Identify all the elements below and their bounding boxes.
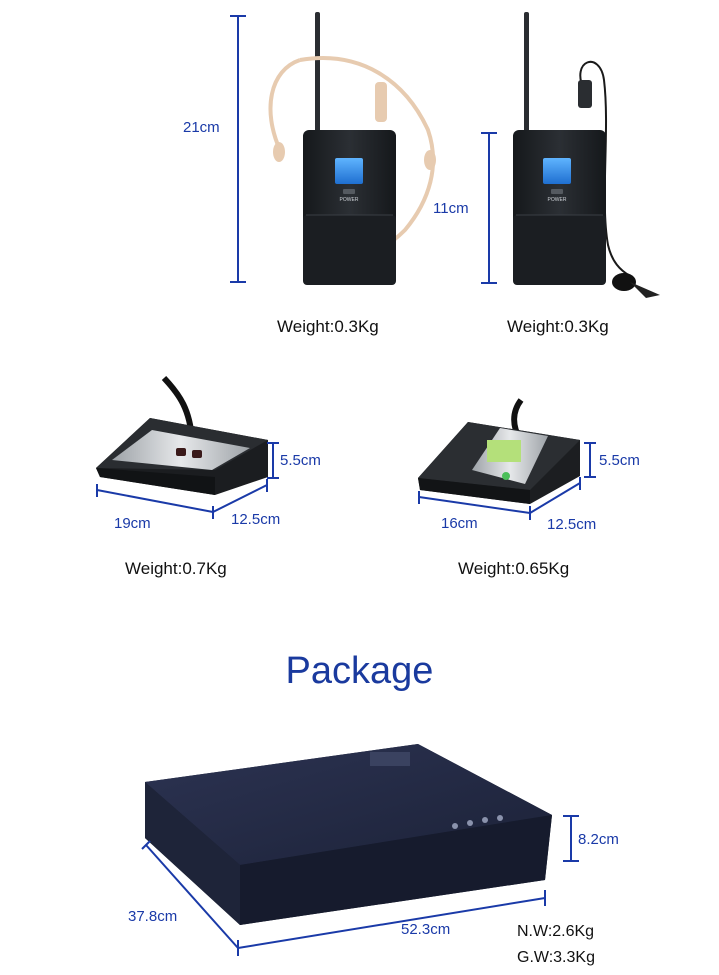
package-width-label: 37.8cm — [128, 908, 178, 925]
package-box-illustration — [141, 744, 579, 956]
delegate-unit-illustration — [418, 398, 596, 520]
lcd-screen-icon — [335, 158, 363, 184]
package-height-label: 8.2cm — [578, 831, 619, 848]
lcd-screen-icon — [543, 158, 571, 184]
chairman-weight-label: Weight:0.7Kg — [125, 559, 227, 578]
chairman-unit-illustration — [96, 375, 279, 519]
power-label: POWER — [548, 197, 567, 203]
delegate-weight-label: Weight:0.65Kg — [458, 559, 570, 578]
brand-logo-icon — [370, 752, 410, 766]
chairman-depth-label: 12.5cm — [231, 511, 281, 528]
package-gross-weight: G.W:3.3Kg — [517, 949, 595, 966]
delegate-depth-label: 12.5cm — [547, 516, 597, 533]
package-length-label: 52.3cm — [401, 921, 451, 938]
headset-bodypack-illustration: POWER — [230, 12, 436, 285]
chairman-length-label: 19cm — [114, 515, 151, 532]
delegate-height-label: 5.5cm — [599, 452, 640, 469]
headset-height-label: 21cm — [183, 119, 220, 136]
package-net-weight: N.W:2.6Kg — [517, 923, 595, 940]
chairman-height-label: 5.5cm — [280, 452, 321, 469]
power-label: POWER — [340, 197, 359, 203]
antenna-icon — [524, 12, 529, 132]
lavalier-mic-icon — [612, 273, 636, 291]
headset-weight-label: Weight:0.3Kg — [277, 317, 379, 336]
lcd-screen-icon — [487, 440, 521, 462]
lavalier-bodypack-illustration: POWER — [481, 12, 660, 298]
antenna-icon — [315, 12, 320, 132]
certification-marks-icon — [452, 815, 503, 829]
package-section-title: Package — [285, 650, 434, 692]
lavalier-weight-label: Weight:0.3Kg — [507, 317, 609, 336]
delegate-length-label: 16cm — [441, 515, 478, 532]
lavalier-height-label: 11cm — [433, 200, 469, 217]
